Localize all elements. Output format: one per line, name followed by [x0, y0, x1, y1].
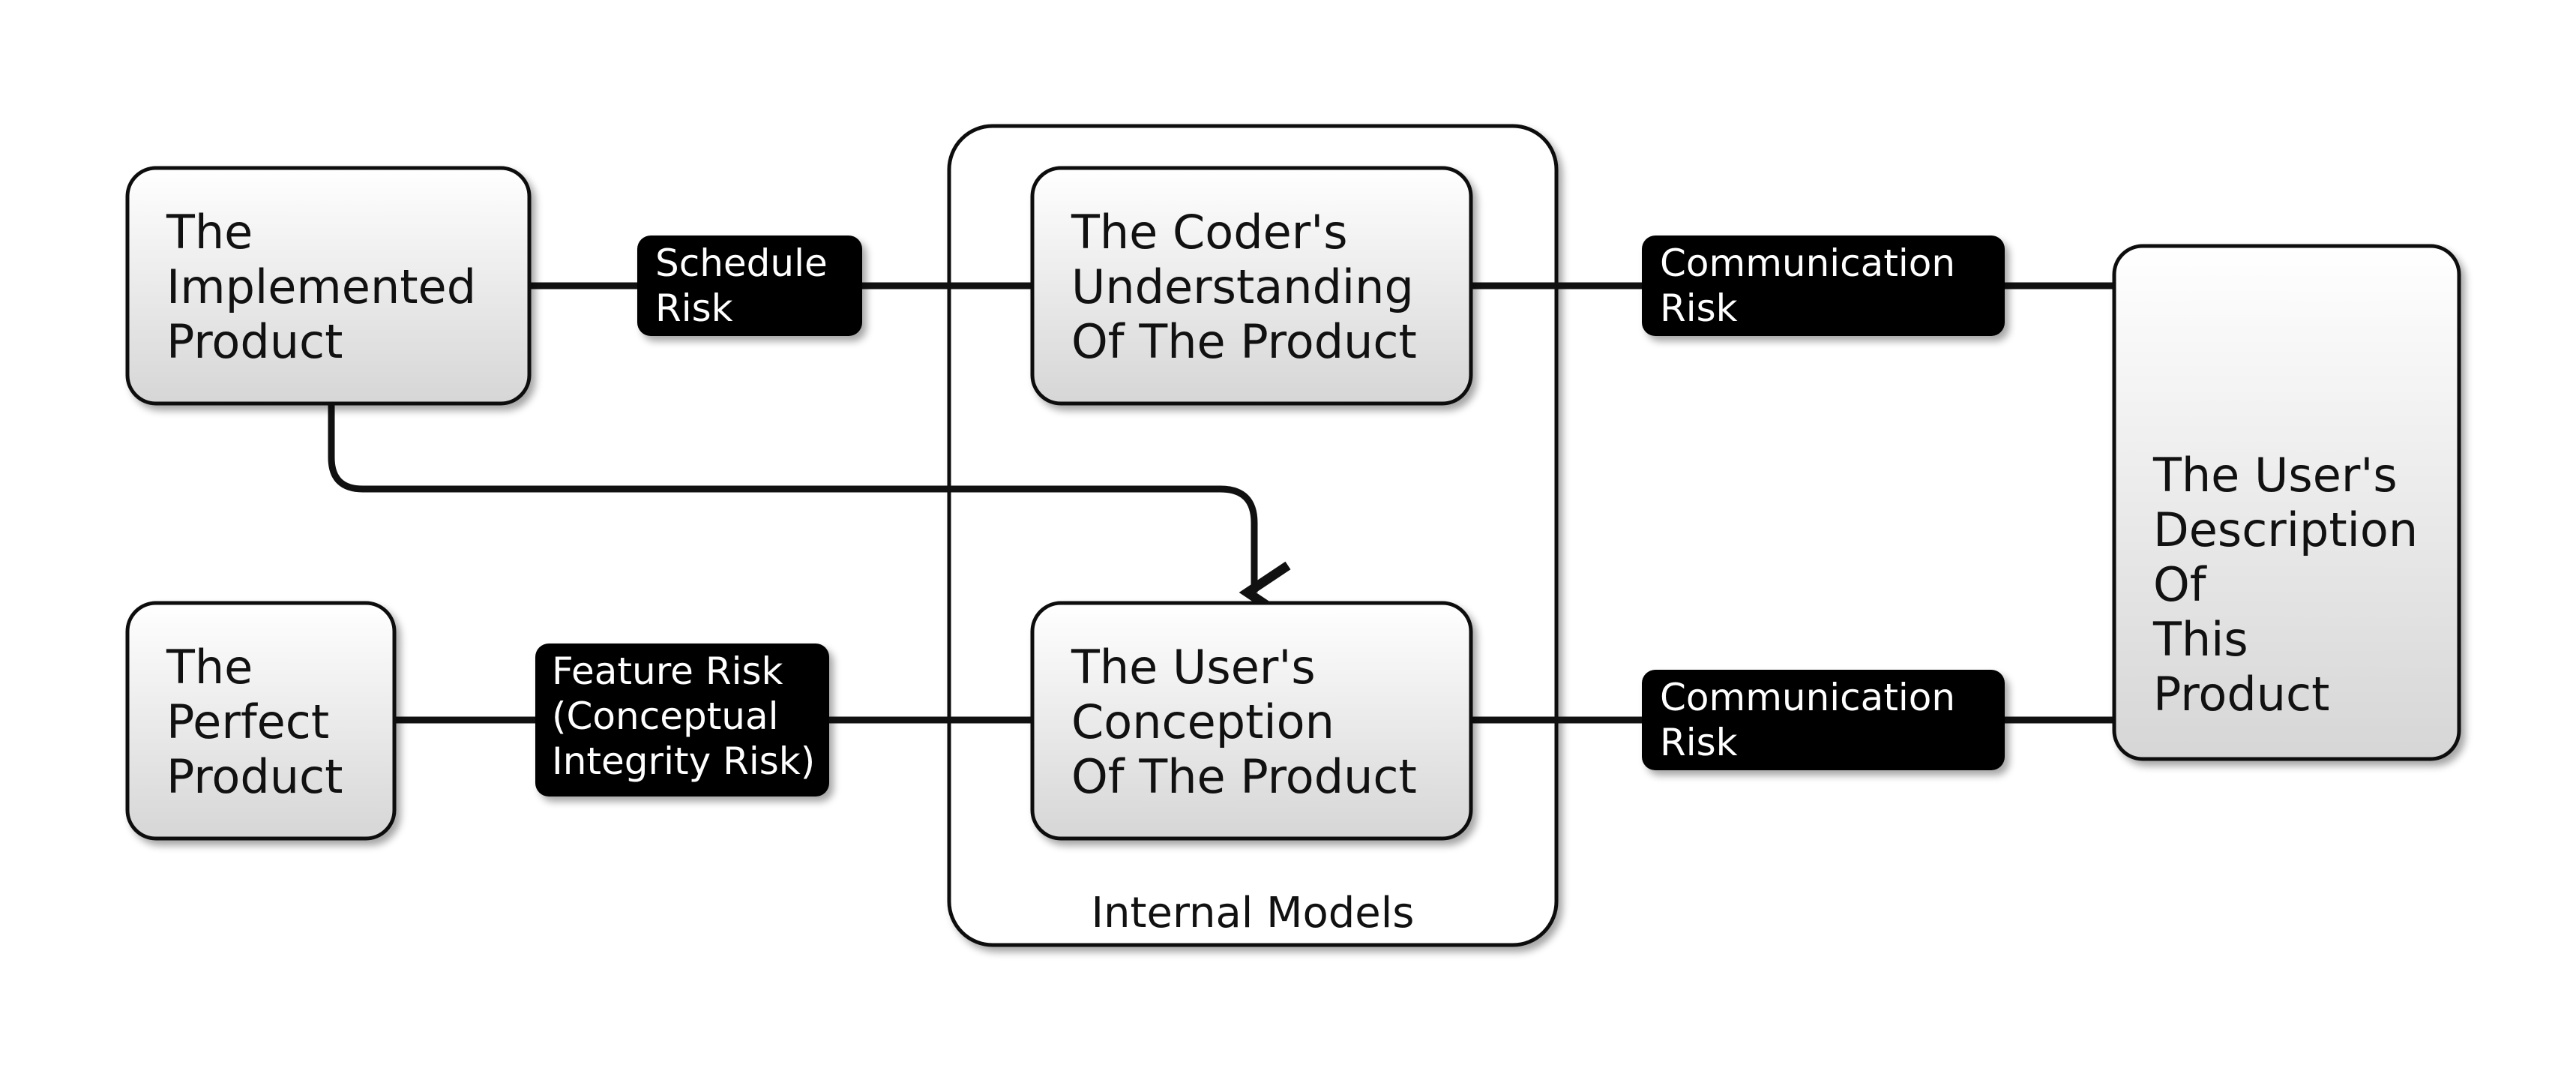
node-line: Conception: [1071, 694, 1334, 749]
edge-label-box: [637, 236, 862, 336]
edge-label-line: Communication: [1660, 676, 1955, 719]
node-line: Description: [2153, 502, 2418, 557]
edge-label-box: [1642, 670, 2005, 770]
edge-label-text: Communication Risk: [1660, 242, 1967, 330]
edge-label-text: Communication Risk: [1660, 676, 1967, 764]
edge-label-line: Risk: [1660, 721, 1738, 764]
edge-label-line: Feature Risk: [552, 650, 783, 693]
arrow-implemented-to-conception: [328, 404, 1291, 624]
edge-label-communication-risk-bottom: Communication Risk: [1642, 670, 2005, 770]
edge-label-line: Risk: [1660, 286, 1738, 330]
node-line: Implemented: [166, 260, 476, 314]
node-label: The Coder's Understanding Of The Product: [1071, 205, 1429, 369]
edge-label-line: (Conceptual: [552, 694, 779, 738]
node-line: The User's: [1071, 640, 1316, 694]
node-users-conception: The User's Conception Of The Product: [1030, 601, 1473, 841]
node-label: The Perfect Product: [166, 640, 344, 804]
node-box: [1030, 166, 1473, 406]
edge-label-schedule-risk: Schedule Risk: [637, 236, 862, 336]
node-label: The Implemented Product: [166, 205, 491, 369]
edge-label-feature-risk: Feature Risk (Conceptual Integrity Risk): [535, 644, 829, 796]
node-box: [125, 166, 532, 406]
edge-label-box: [535, 644, 829, 796]
node-line: Product: [166, 749, 343, 804]
node-line: Of: [2153, 557, 2208, 612]
node-box: [125, 601, 397, 841]
edge-label-text: Feature Risk (Conceptual Integrity Risk): [552, 650, 815, 783]
edge-label-line: Schedule: [655, 242, 828, 285]
edge-label-line: Risk: [655, 286, 733, 330]
node-line: Product: [166, 314, 343, 369]
edge-label-box: [1642, 236, 2005, 336]
internal-models-label: Internal Models: [1092, 889, 1415, 938]
edge-label-text: Schedule Risk: [655, 242, 840, 330]
node-box: [1030, 601, 1473, 841]
node-line: The User's: [2152, 448, 2398, 502]
node-line: Of The Product: [1071, 749, 1417, 804]
node-line: The: [166, 205, 253, 260]
node-coders-understanding: The Coder's Understanding Of The Product: [1030, 166, 1473, 406]
node-line: Perfect: [166, 694, 329, 749]
node-line: The: [166, 640, 253, 694]
node-perfect-product: The Perfect Product: [125, 601, 397, 841]
edge-label-line: Integrity Risk): [552, 740, 815, 783]
node-label: The User's Description Of This Product: [2152, 448, 2433, 722]
node-line: This: [2152, 612, 2248, 667]
node-box: [2112, 244, 2461, 761]
node-line: Of The Product: [1071, 314, 1417, 369]
node-label: The User's Conception Of The Product: [1071, 640, 1417, 804]
edge-label-communication-risk-top: Communication Risk: [1642, 236, 2005, 336]
edge-label-line: Communication: [1660, 242, 1955, 285]
node-implemented-product: The Implemented Product: [125, 166, 532, 406]
node-line: Understanding: [1071, 260, 1414, 314]
node-users-description: The User's Description Of This Product: [2112, 244, 2461, 761]
node-line: The Coder's: [1071, 205, 1348, 260]
node-line: Product: [2153, 667, 2329, 722]
